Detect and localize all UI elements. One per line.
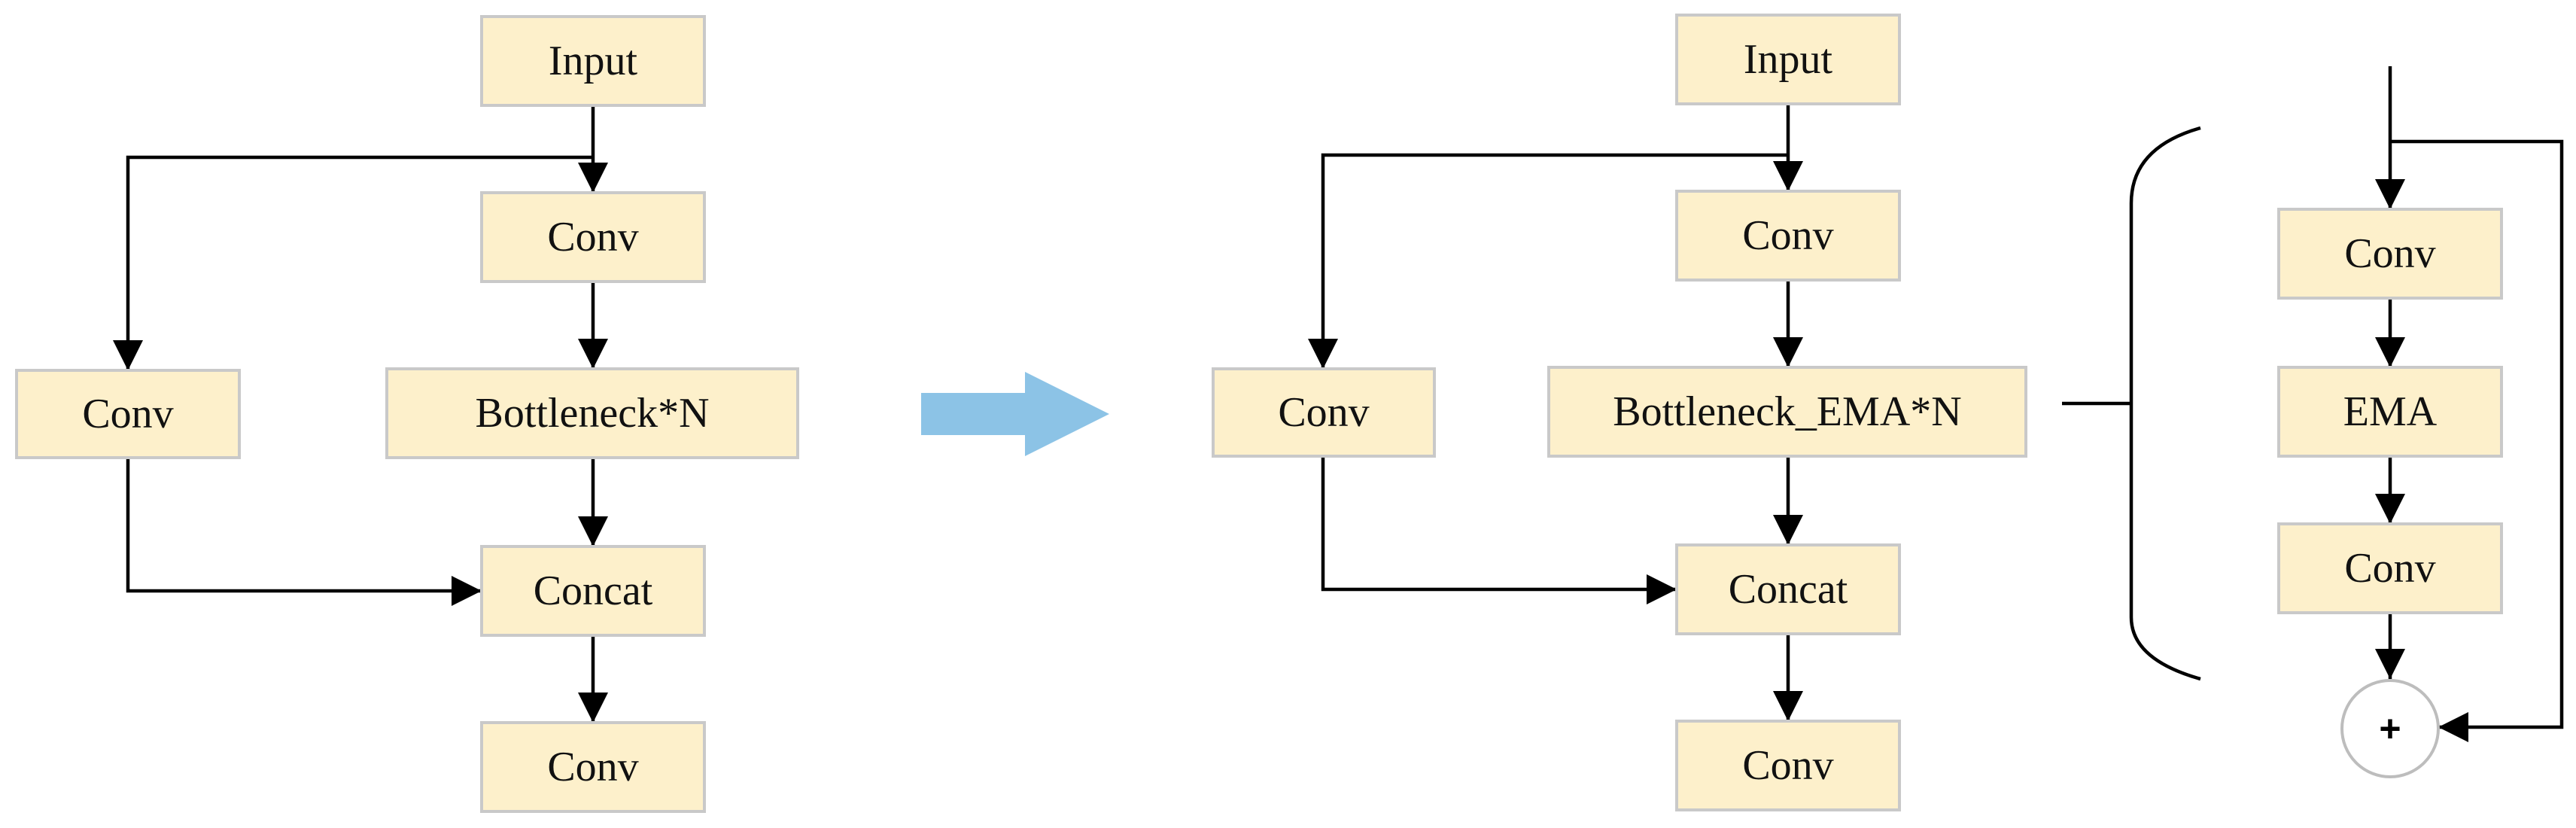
edge-detail-residual — [2390, 139, 2564, 742]
plus-icon: + — [2340, 679, 2440, 778]
improved-side-conv-label: Conv — [1278, 389, 1369, 436]
improved-bottleneck-node: Bottleneck_EMA*N — [1547, 366, 2027, 458]
edge-improved-side-conv-to-concat — [1321, 456, 1677, 604]
edge-input-to-side-conv — [113, 155, 593, 370]
original-side-conv-node: Conv — [15, 369, 241, 459]
detail-conv-second-label: Conv — [2344, 545, 2435, 592]
improved-conv-label: Conv — [1742, 212, 1833, 259]
original-bottleneck-label: Bottleneck*N — [475, 390, 709, 437]
detail-conv-second-node: Conv — [2277, 522, 2503, 614]
original-input-node: Input — [480, 15, 706, 107]
improved-conv-node: Conv — [1675, 190, 1901, 282]
original-side-conv-label: Conv — [82, 391, 173, 437]
edge-side-conv-to-concat — [126, 458, 482, 606]
improved-side-conv-node: Conv — [1212, 367, 1436, 458]
improved-input-label: Input — [1744, 36, 1833, 83]
detail-brace — [2129, 126, 2201, 681]
original-concat-node: Concat — [480, 545, 706, 637]
improved-input-node: Input — [1675, 14, 1901, 105]
detail-conv-first-node: Conv — [2277, 208, 2503, 300]
original-conv-label: Conv — [547, 214, 638, 260]
original-conv-node: Conv — [480, 191, 706, 283]
add-node-symbol: + — [2379, 708, 2401, 750]
right-arrow-icon — [921, 372, 1109, 456]
improved-module: Input Conv Conv Bottleneck_EMA*N Concat … — [1212, 14, 2027, 811]
detail-ema-node: EMA — [2277, 366, 2503, 458]
improved-bottleneck-label: Bottleneck_EMA*N — [1613, 388, 1961, 435]
edge-improved-input-to-side-conv — [1308, 153, 1788, 369]
original-module: Input Conv Conv Bottleneck*N Concat Conv — [15, 15, 799, 813]
original-conv-out-node: Conv — [480, 721, 706, 813]
improved-conv-out-label: Conv — [1742, 742, 1833, 789]
original-input-label: Input — [549, 38, 638, 84]
improved-concat-node: Concat — [1675, 543, 1901, 635]
bottleneck-ema-detail: Conv EMA Conv + — [2062, 66, 2564, 778]
improved-conv-out-node: Conv — [1675, 720, 1901, 811]
original-conv-out-label: Conv — [547, 744, 638, 790]
detail-ema-label: EMA — [2343, 388, 2438, 435]
original-bottleneck-node: Bottleneck*N — [385, 367, 799, 459]
original-concat-label: Concat — [534, 568, 653, 614]
improved-concat-label: Concat — [1729, 566, 1848, 613]
detail-conv-first-label: Conv — [2344, 230, 2435, 277]
